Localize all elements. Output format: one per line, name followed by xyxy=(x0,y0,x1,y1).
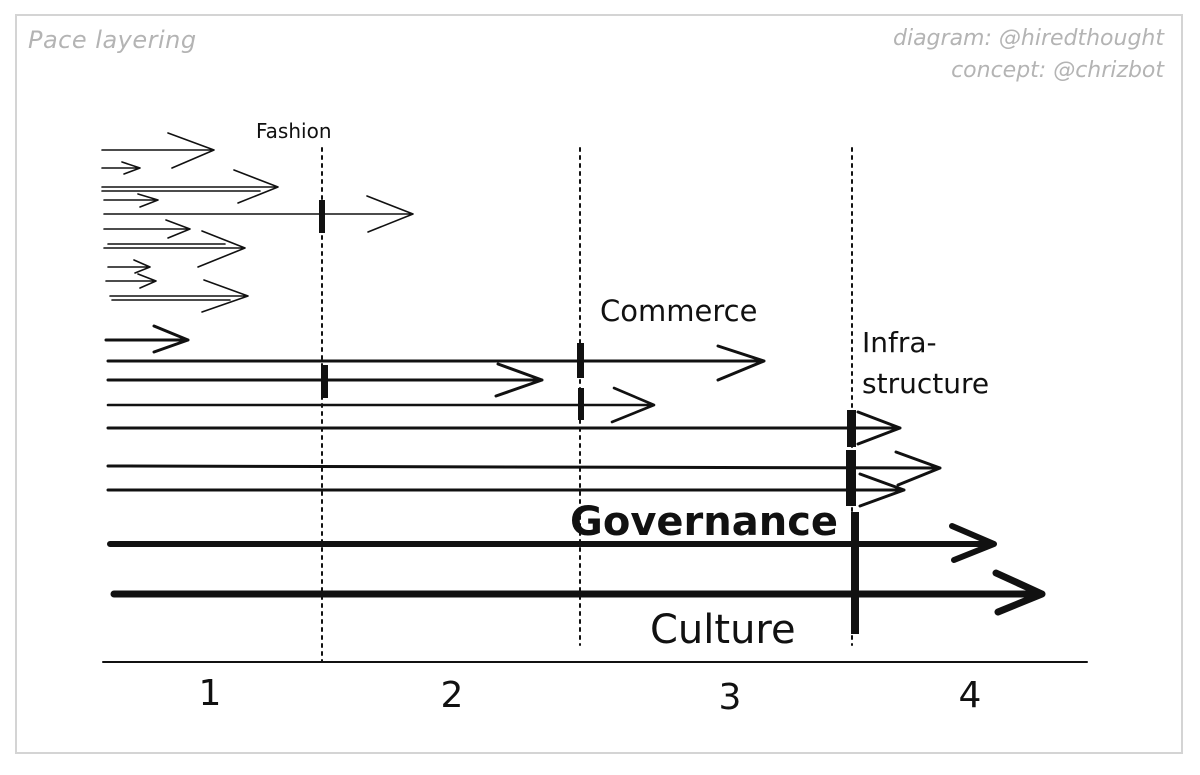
fashion-arrow xyxy=(105,273,157,289)
infrastructure-arrows xyxy=(106,410,942,508)
fashion-arrow xyxy=(101,161,141,175)
fashion-arrow xyxy=(107,259,151,274)
fashion-arrow xyxy=(109,279,249,313)
label-infrastructure-line1: Infra- xyxy=(862,326,937,359)
commerce-boundary-mark xyxy=(321,365,328,398)
credit-diagram: diagram: @hiredthought xyxy=(893,26,1164,51)
fashion-boundary-mark xyxy=(319,200,325,233)
infrastructure-arrow xyxy=(106,450,942,487)
culture-arrow xyxy=(110,569,1046,616)
fashion-arrow xyxy=(103,219,191,239)
axis-tick-2: 2 xyxy=(441,675,464,716)
commerce-arrow xyxy=(104,324,190,354)
commerce-boundary-mark xyxy=(578,388,584,420)
diagram-title: Pace layering xyxy=(28,26,197,54)
credit-concept: concept: @chrizbot xyxy=(951,58,1164,83)
infrastructure-boundary-mark xyxy=(846,450,856,506)
commerce-arrows xyxy=(104,324,766,424)
commerce-arrow xyxy=(106,344,766,382)
label-governance: Governance xyxy=(570,499,838,545)
axis-tick-3: 3 xyxy=(719,677,742,718)
infrastructure-arrow xyxy=(106,472,906,508)
label-fashion: Fashion xyxy=(256,119,332,143)
fashion-arrow xyxy=(101,169,279,204)
label-culture: Culture xyxy=(650,607,796,653)
infrastructure-boundary-mark xyxy=(847,410,856,447)
label-infrastructure-line2: structure xyxy=(862,367,989,400)
fashion-arrows xyxy=(101,132,414,313)
fashion-arrow xyxy=(103,230,246,268)
axis-tick-4: 4 xyxy=(959,675,982,716)
commerce-boundary-mark xyxy=(577,343,584,378)
axis-tick-1: 1 xyxy=(199,673,222,714)
diagram-frame xyxy=(15,14,1183,754)
infrastructure-arrow xyxy=(106,410,902,446)
label-commerce: Commerce xyxy=(600,294,757,328)
fashion-arrow xyxy=(103,195,414,233)
fashion-arrow xyxy=(101,132,215,169)
fashion-arrow xyxy=(103,193,159,208)
culture-boundary-mark xyxy=(851,512,859,634)
commerce-arrow xyxy=(106,386,656,424)
governance-arrow xyxy=(107,523,997,563)
